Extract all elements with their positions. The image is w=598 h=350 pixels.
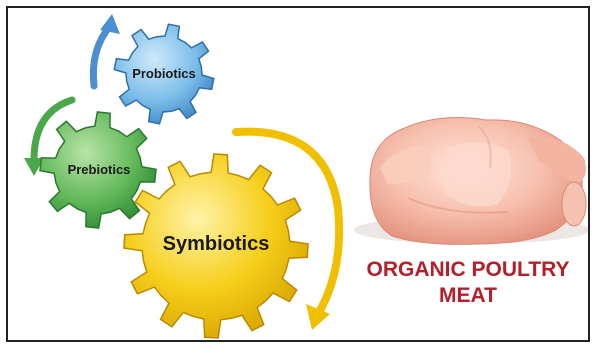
symbiotics-label: Symbiotics <box>163 233 270 255</box>
diagram-canvas: Probiotics Prebiotics Symbiotics ORGANIC… <box>8 8 590 342</box>
product-title-line2: MEAT <box>439 284 497 307</box>
raw-chicken-icon <box>354 118 590 245</box>
product-title-line1: ORGANIC POULTRY <box>367 258 570 281</box>
probiotics-label: Probiotics <box>132 66 196 81</box>
prebiotics-label: Prebiotics <box>68 162 131 177</box>
blue-cycle-arrow <box>93 14 120 86</box>
diagram-frame: Probiotics Prebiotics Symbiotics ORGANIC… <box>6 6 590 342</box>
